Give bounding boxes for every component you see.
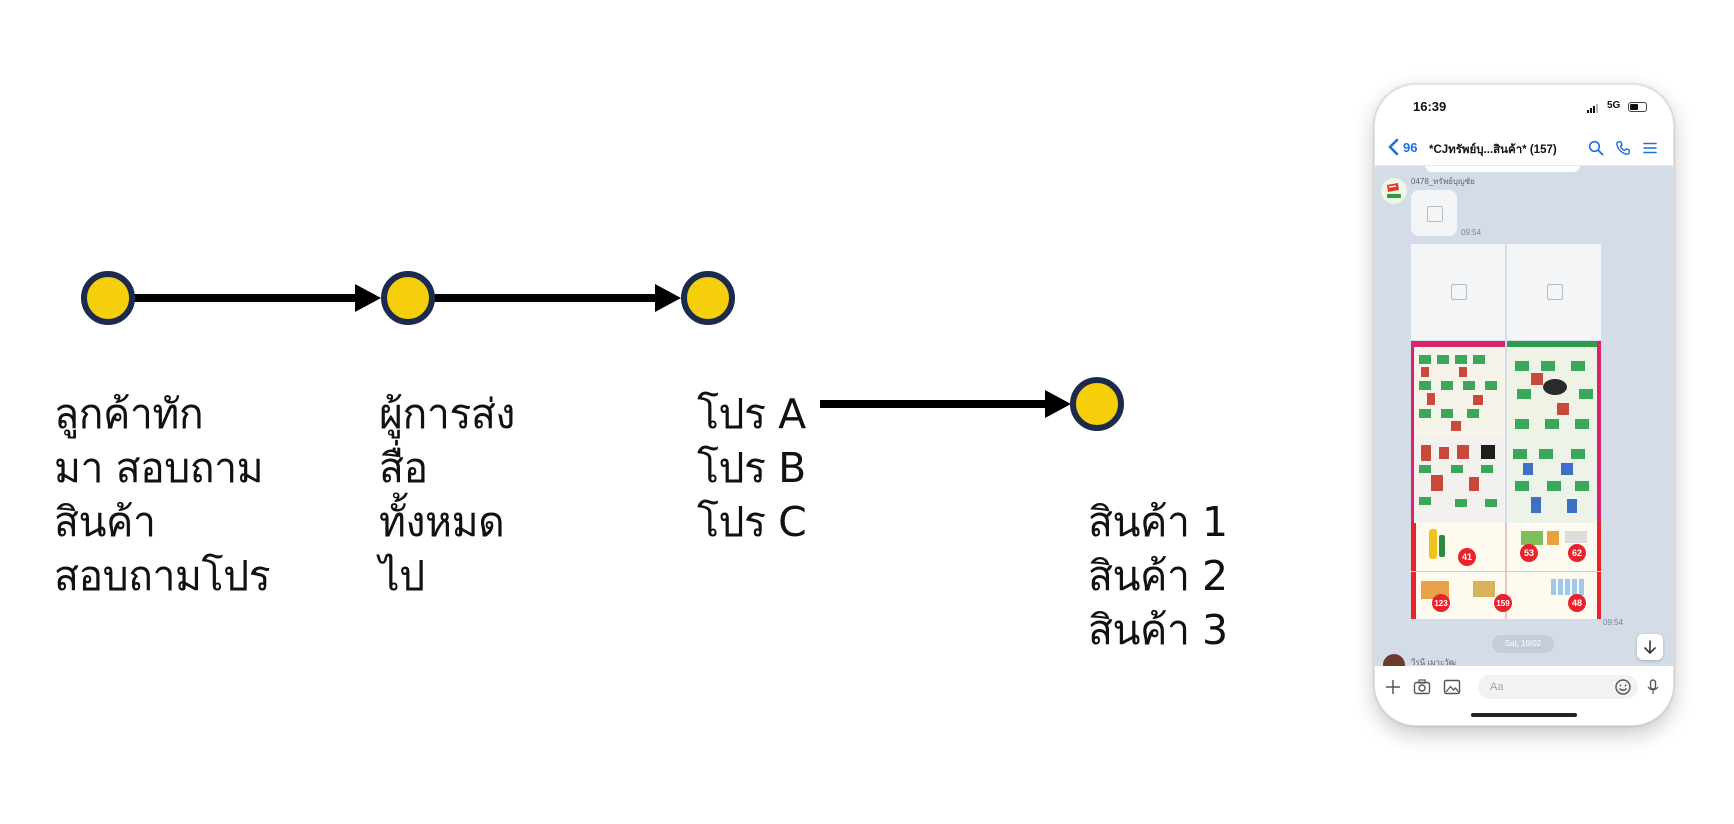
step-1-line-3: สินค้า — [54, 498, 156, 546]
image-placeholder-icon — [1451, 284, 1467, 300]
unread-count[interactable]: 96 — [1403, 140, 1418, 155]
flow-node-3 — [681, 271, 735, 325]
chat-area[interactable]: 0478_ทรัพย์บุญชัย 09:54 — [1375, 166, 1673, 666]
battery-icon — [1628, 102, 1647, 112]
gallery-icon[interactable] — [1442, 677, 1462, 697]
next-sender-name: วีรนี เมาะวัฒ — [1411, 658, 1456, 666]
sender-name: 0478_ทรัพย์บุญชัย — [1411, 177, 1475, 186]
album-tile-placeholder[interactable] — [1507, 244, 1601, 340]
arrow-3 — [820, 390, 1071, 418]
svg-text:48: 48 — [1572, 598, 1582, 608]
phone-screenshot: 16:39 5G 96 *CJทรัพย์บุ...สินค้า* (157) — [1374, 84, 1674, 726]
plus-icon[interactable] — [1383, 677, 1403, 697]
chat-header: 96 *CJทรัพย์บุ...สินค้า* (157) — [1375, 131, 1673, 166]
phone-call-icon[interactable] — [1615, 140, 1631, 156]
step-3-line-3: โปร C — [697, 498, 807, 546]
step-2-line-3: ทั้งหมด — [379, 498, 505, 546]
signal-icon — [1587, 104, 1598, 113]
step-4-line-2: สินค้า 2 — [1088, 552, 1228, 600]
arrow-1 — [132, 284, 381, 312]
svg-text:53: 53 — [1524, 548, 1534, 558]
message-composer — [1375, 667, 1673, 707]
promo-flyer-image[interactable]: 41 53 62 123 159 48 — [1411, 523, 1601, 619]
flow-node-1 — [81, 271, 135, 325]
step-3-label: โปร A โปร B โปร C — [697, 387, 807, 549]
step-4-label: สินค้า 1 สินค้า 2 สินค้า 3 — [1088, 495, 1228, 657]
sender-avatar[interactable] — [1381, 178, 1407, 204]
flow-node-2 — [381, 271, 435, 325]
image-message[interactable] — [1411, 190, 1457, 236]
next-sender-avatar[interactable] — [1383, 654, 1405, 666]
network-label: 5G — [1607, 100, 1621, 111]
svg-text:62: 62 — [1572, 548, 1582, 558]
back-chevron-icon[interactable] — [1387, 137, 1401, 157]
emoji-icon[interactable] — [1613, 677, 1633, 697]
svg-text:123: 123 — [1434, 599, 1448, 608]
step-2-line-2: สื่อ — [379, 444, 428, 492]
step-3-line-2: โปร B — [697, 444, 806, 492]
status-bar: 16:39 5G — [1375, 85, 1673, 131]
scroll-down-arrow-icon[interactable] — [1637, 634, 1663, 660]
svg-text:159: 159 — [1496, 599, 1510, 608]
image-placeholder-icon — [1547, 284, 1563, 300]
promo-flyer-image[interactable] — [1411, 341, 1601, 437]
step-2-line-1: ผู้การส่ง — [379, 390, 515, 438]
step-3-line-1: โปร A — [697, 390, 806, 438]
date-separator: Sat, 10/02 — [1492, 635, 1554, 653]
svg-text:41: 41 — [1462, 552, 1472, 562]
step-4-line-3: สินค้า 3 — [1088, 606, 1228, 654]
previous-message-bubble — [1425, 166, 1580, 172]
arrow-2 — [432, 284, 681, 312]
step-1-line-4: สอบถามโปร — [54, 552, 271, 600]
image-album[interactable]: 41 53 62 123 159 48 — [1411, 244, 1601, 626]
status-time: 16:39 — [1413, 99, 1447, 114]
message-time: 09:54 — [1461, 228, 1482, 237]
camera-icon[interactable] — [1412, 677, 1432, 697]
step-2-line-4: ไป — [379, 552, 425, 600]
flow-node-4 — [1070, 377, 1124, 431]
step-1-line-1: ลูกค้าทัก — [54, 390, 204, 438]
home-indicator — [1471, 713, 1577, 717]
message-input[interactable] — [1478, 675, 1638, 699]
step-2-label: ผู้การส่ง สื่อ ทั้งหมด ไป — [379, 387, 515, 603]
step-4-line-1: สินค้า 1 — [1088, 498, 1228, 546]
message-time: 09:54 — [1603, 618, 1624, 627]
promo-flyer-image[interactable] — [1411, 437, 1601, 523]
step-1-line-2: มา สอบถาม — [54, 444, 264, 492]
chat-title[interactable]: *CJทรัพย์บุ...สินค้า* (157) — [1429, 144, 1557, 156]
step-1-label: ลูกค้าทัก มา สอบถาม สินค้า สอบถามโปร — [54, 387, 271, 603]
microphone-icon[interactable] — [1643, 677, 1663, 697]
image-placeholder-icon — [1427, 206, 1443, 222]
album-tile-placeholder[interactable] — [1411, 244, 1505, 340]
menu-icon[interactable] — [1642, 140, 1658, 156]
search-icon[interactable] — [1588, 140, 1604, 156]
